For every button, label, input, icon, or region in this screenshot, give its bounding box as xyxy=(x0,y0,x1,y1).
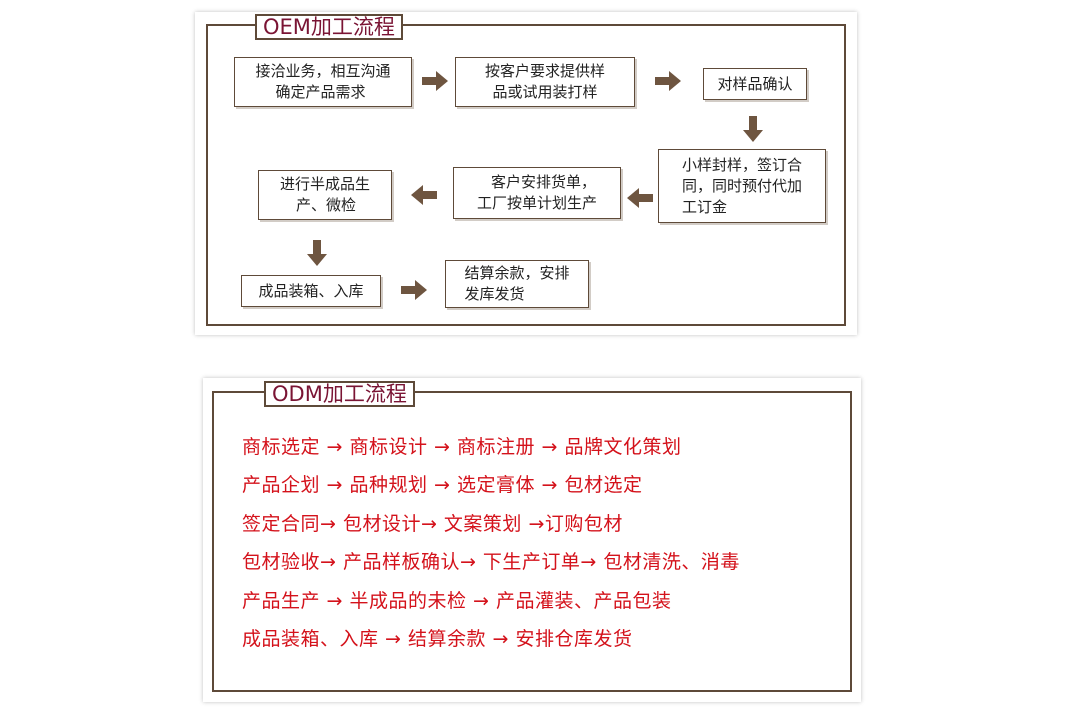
odm-line-6: 成品装箱、入库 → 结算余款 → 安排仓库发货 xyxy=(242,628,633,650)
right-arrow-icon xyxy=(401,280,427,300)
right-arrow-icon xyxy=(655,71,681,91)
left-arrow-icon xyxy=(627,188,653,208)
oem-step-4-line2: 同，同时预付代加 xyxy=(681,176,802,195)
odm-line-3: 签定合同→ 包材设计→ 文案策划 →订购包材 xyxy=(242,513,623,535)
oem-step-1: 接洽业务，相互沟通确定产品需求 xyxy=(234,57,412,107)
oem-step-7: 成品装箱、入库 xyxy=(241,275,381,307)
oem-title: OEM加工流程 xyxy=(255,14,403,40)
odm-line-4: 包材验收→ 产品样板确认→ 下生产订单→ 包材清洗、消毒 xyxy=(242,551,740,573)
oem-step-1-line1: 接洽业务，相互沟通 xyxy=(255,62,391,80)
down-arrow-icon xyxy=(743,116,763,142)
odm-line-5: 产品生产 → 半成品的未检 → 产品灌装、产品包装 xyxy=(242,590,672,612)
oem-step-6-line2: 产、微检 xyxy=(295,196,356,214)
oem-step-3-line1: 对样品确认 xyxy=(717,74,793,93)
odm-line-2: 产品企划 → 品种规划 → 选定膏体 → 包材选定 xyxy=(242,474,643,496)
oem-step-2: 按客户要求提供样品或试用装打样 xyxy=(455,57,635,107)
oem-step-7-line1: 成品装箱、入库 xyxy=(258,281,364,300)
oem-step-5-line2: 工厂按单计划生产 xyxy=(476,194,597,212)
down-arrow-icon xyxy=(307,240,327,266)
odm-line-1: 商标选定 → 商标设计 → 商标注册 → 品牌文化策划 xyxy=(242,436,682,458)
oem-step-6-line1: 进行半成品生 xyxy=(279,175,370,193)
oem-step-1-line2: 确定产品需求 xyxy=(275,83,366,101)
oem-step-4-line3: 工订金 xyxy=(681,197,727,216)
oem-step-8-line1: 结算余款，安排 xyxy=(464,264,570,282)
oem-step-5-line1: 客户安排货单， xyxy=(490,173,596,191)
left-arrow-icon xyxy=(411,185,437,205)
right-arrow-icon xyxy=(422,71,448,91)
odm-panel xyxy=(203,378,861,702)
oem-step-4: 小样封样，签订合同，同时预付代加工订金 xyxy=(658,149,826,223)
oem-step-8-line2: 发库发货 xyxy=(464,285,525,303)
odm-title: ODM加工流程 xyxy=(264,381,415,407)
odm-frame xyxy=(212,391,852,692)
oem-frame xyxy=(206,24,846,326)
oem-step-2-line1: 按客户要求提供样 xyxy=(484,62,605,80)
oem-step-4-line1: 小样封样，签订合 xyxy=(681,155,802,174)
oem-step-5: 客户安排货单， 工厂按单计划生产 xyxy=(453,167,621,219)
oem-step-2-line2: 品或试用装打样 xyxy=(492,83,598,101)
oem-step-3: 对样品确认 xyxy=(703,68,807,100)
oem-step-6: 进行半成品生产、微检 xyxy=(258,170,392,220)
oem-step-8: 结算余款，安排发库发货 xyxy=(445,260,589,308)
